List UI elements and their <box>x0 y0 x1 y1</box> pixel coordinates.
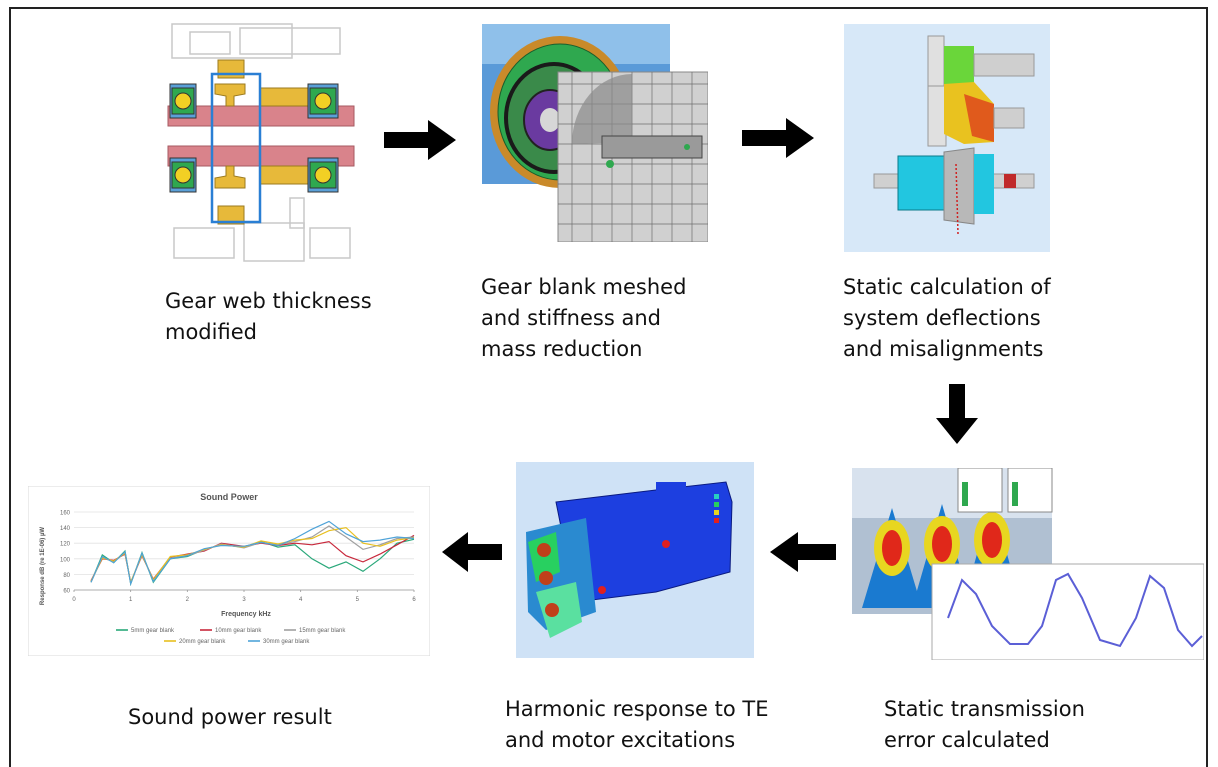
right-arrow-2 <box>742 118 814 158</box>
step-6-caption: Sound power result <box>128 705 332 729</box>
y-tick-label: 100 <box>60 557 71 563</box>
x-tick-label: 4 <box>299 597 303 603</box>
y-tick-label: 120 <box>60 542 71 548</box>
step-2-caption: Gear blank meshed and stiffness and mass… <box>481 275 687 361</box>
gearbox-cross-section-image <box>160 18 360 266</box>
fe-result-legend <box>714 486 719 523</box>
x-tick-label: 1 <box>129 597 133 603</box>
step-3-caption: Static calculation of system deflections… <box>843 275 1051 361</box>
legend-label: 30mm gear blank <box>263 639 310 645</box>
x-tick-label: 0 <box>72 597 76 603</box>
transmission-error-image <box>852 468 1204 660</box>
y-tick-label: 140 <box>60 526 71 532</box>
gear-blank-mesh-image <box>482 24 708 242</box>
y-tick-label: 60 <box>63 589 70 595</box>
legend-label: 15mm gear blank <box>299 628 346 634</box>
chart-y-axis-label: Response dB (re 1E-06) µW <box>40 527 46 605</box>
x-tick-label: 5 <box>356 597 360 603</box>
legend-label: 10mm gear blank <box>215 628 262 634</box>
chart-x-axis-label: Frequency kHz <box>221 611 271 618</box>
step-1-caption: Gear web thickness modified <box>165 289 372 344</box>
legend-label: 20mm gear blank <box>179 639 226 645</box>
x-tick-label: 2 <box>186 597 190 603</box>
legend-label: 5mm gear blank <box>131 628 175 634</box>
series-line-5 <box>90 520 415 587</box>
right-arrow-1 <box>384 120 456 160</box>
left-arrow-1 <box>770 532 836 572</box>
step-5-caption: Harmonic response to TE and motor excita… <box>505 697 769 752</box>
system-deflection-image <box>844 24 1050 252</box>
harmonic-response-image <box>516 462 754 658</box>
x-tick-label: 6 <box>412 597 416 603</box>
left-arrow-2 <box>442 532 502 572</box>
y-tick-label: 160 <box>60 511 71 517</box>
down-arrow <box>936 384 978 444</box>
sound-power-chart: Sound Power Frequency kHz Response dB (r… <box>28 486 430 656</box>
x-tick-label: 3 <box>242 597 246 603</box>
diagram-frame <box>9 7 1208 767</box>
chart-title: Sound Power <box>200 492 258 502</box>
step-4-caption: Static transmission error calculated <box>884 697 1085 752</box>
y-tick-label: 80 <box>63 573 70 579</box>
